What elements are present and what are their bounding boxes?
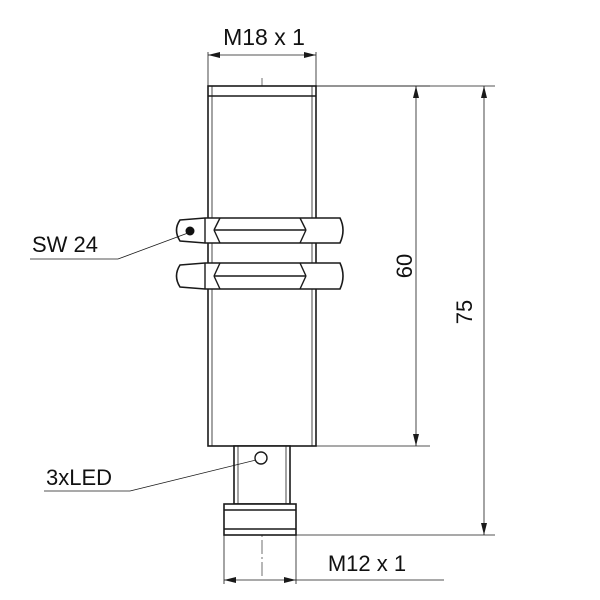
upper-nut [175,217,344,244]
length-thread-dimension: 60 [316,85,430,447]
led-window [254,451,268,465]
thread-main-label: M18 x 1 [223,24,305,50]
thread-connector-dimension: M12 x 1 [223,535,444,584]
led-callout: 3xLED [44,459,257,492]
thread-connector-label: M12 x 1 [328,551,406,576]
connector [223,445,297,536]
length-total-dimension: 75 [296,85,495,536]
led-label: 3xLED [46,465,112,490]
lower-nut [175,262,344,290]
length-total-label: 75 [452,300,477,324]
nut-width-label: SW 24 [32,232,98,257]
length-thread-label: 60 [392,254,417,278]
nut-marker-dot [185,226,195,236]
nut-width-callout: SW 24 [30,232,189,260]
thread-main-dimension: M18 x 1 [207,24,317,92]
